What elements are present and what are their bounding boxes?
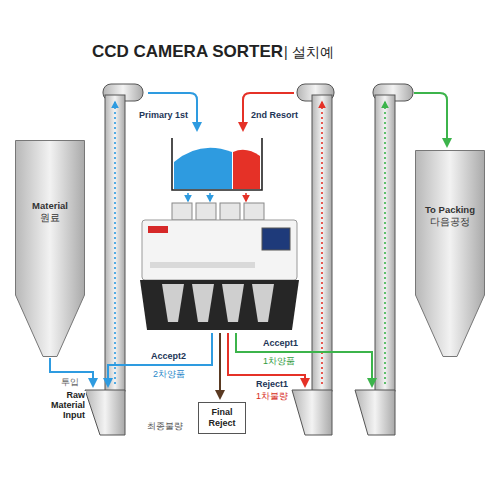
silo-outline — [15, 140, 85, 357]
storage-silo: Material원료 — [15, 140, 85, 357]
input-label: Raw Material Input — [40, 391, 86, 421]
flow-label: Accept2 — [150, 351, 187, 361]
subtitle: | 설치예 — [283, 44, 335, 60]
silo-label: 다음공정 — [415, 216, 485, 228]
flow-label: Reject1 — [255, 379, 289, 389]
bucket-elevator — [292, 84, 334, 435]
silo-label: To Packing — [415, 204, 485, 216]
flow-label: 1차양품 — [262, 356, 296, 366]
silo-label: Material — [15, 200, 85, 212]
flow-arrow — [219, 333, 221, 398]
flow-label: 2차양품 — [152, 369, 186, 379]
box-label: Final Reject — [204, 407, 240, 429]
flow-arrow — [108, 333, 212, 386]
feed-hopper — [172, 138, 262, 201]
box-caption: 최종불량 — [147, 420, 183, 433]
flow-label: 1차불량 — [255, 391, 289, 401]
storage-silo: To Packing다음공정 — [415, 150, 485, 357]
flow-label: Primary 1st — [138, 110, 189, 120]
flow-label: 2nd Resort — [250, 110, 299, 120]
silo-outline — [415, 150, 485, 357]
flow-arrow — [414, 93, 447, 146]
color-sorter-machine — [140, 203, 299, 330]
diagram-title: CCD CAMERA SORTER — [92, 42, 283, 62]
flow-label: Accept1 — [262, 338, 299, 348]
bucket-elevator — [355, 84, 413, 435]
silo-label: 원료 — [15, 212, 85, 224]
reject-box: Final Reject최종불량 — [198, 402, 246, 434]
input-label: 투입 — [60, 377, 80, 387]
